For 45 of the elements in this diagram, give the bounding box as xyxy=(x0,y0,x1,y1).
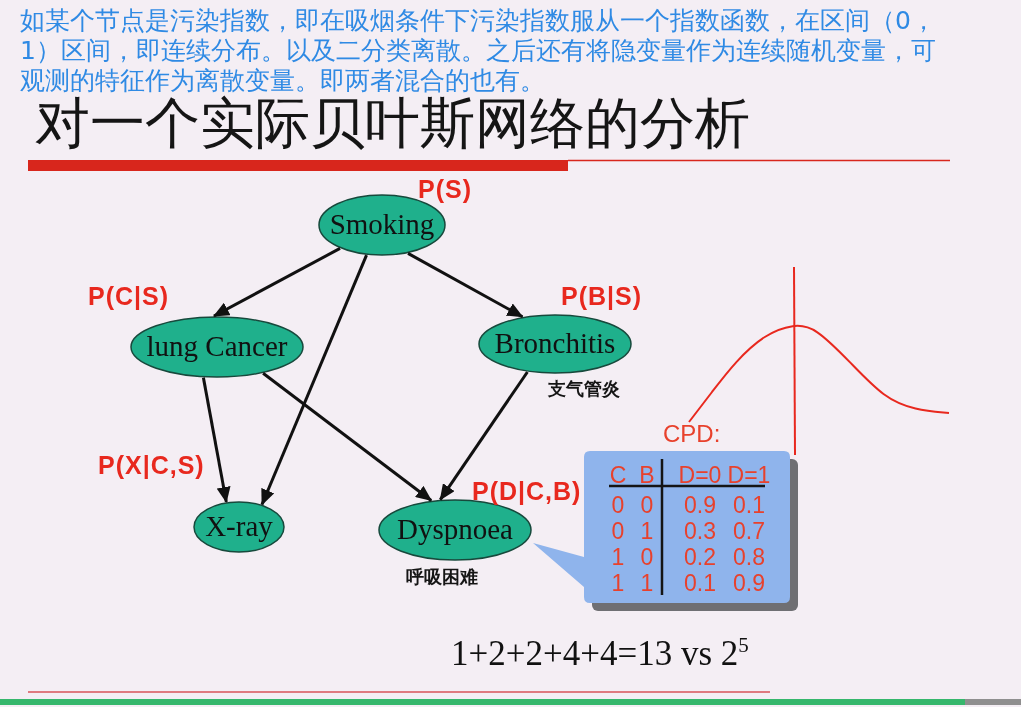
arrow xyxy=(260,254,368,506)
arrow xyxy=(262,372,433,502)
note-text: 如某个节点是污染指数，即在吸烟条件下污染指数服从一个指数函数，在区间（0，1）区间，即连续分布。以及二分类离散。之后还有将隐变量作为连续随机变量，可观测的特征作为离散变量。即两者混合的也有。 xyxy=(20,6,937,95)
column-header: D=0 xyxy=(678,463,722,487)
ellipse-node xyxy=(130,316,304,378)
column-header: C xyxy=(609,463,627,487)
probability-label: P(C|S) xyxy=(88,282,170,311)
parameter-count-formula: 1+2+2+4+4=13 vs 2$^{5}$ xyxy=(451,635,749,674)
table-entry: 1 xyxy=(640,571,654,595)
table-entry: 0.3 xyxy=(684,519,716,543)
probability-label: P(S) xyxy=(418,175,472,204)
table-entry: 0 xyxy=(611,519,625,543)
probability-label: P(D|C,B) xyxy=(472,477,582,506)
table-entry: 0.7 xyxy=(733,519,765,543)
arrow xyxy=(201,377,231,503)
arrow xyxy=(439,371,529,501)
table-entry: 0.9 xyxy=(684,493,716,517)
table-entry: 1 xyxy=(611,571,625,595)
table-entry: 0 xyxy=(640,493,654,517)
column-header: B xyxy=(639,463,655,487)
node-label: Bronchitis xyxy=(494,328,616,360)
probability-label: P(B|S) xyxy=(561,282,643,311)
table-entry: 0.8 xyxy=(733,545,765,569)
slide-title: 对一个实际贝叶斯网络的分析 xyxy=(35,96,750,151)
probability-label: P(X|C,S) xyxy=(98,451,205,480)
table-entry: 1 xyxy=(640,519,654,543)
node-caption: 呼吸困难 xyxy=(406,566,478,588)
table-entry: 0 xyxy=(640,545,654,569)
ellipse-node xyxy=(193,501,285,553)
table-entry: 0.1 xyxy=(684,571,716,595)
node-caption: 支气管炎 xyxy=(548,378,620,400)
arrow xyxy=(407,252,524,319)
table-entry: 0 xyxy=(611,493,625,517)
node-label: X-ray xyxy=(205,511,273,543)
ellipse-node xyxy=(478,314,632,374)
node-label: Dyspnoea xyxy=(397,514,513,546)
node-label: Smoking xyxy=(329,209,435,241)
table-entry: 0.2 xyxy=(684,545,716,569)
callout-heading: CPD: xyxy=(663,421,721,448)
column-header: D=1 xyxy=(727,463,771,487)
table-entry: 1 xyxy=(611,545,625,569)
table-entry: 0.1 xyxy=(733,493,765,517)
arrow xyxy=(213,247,341,318)
table-entry: 0.9 xyxy=(733,571,765,595)
node-label: lung Cancer xyxy=(146,331,288,363)
